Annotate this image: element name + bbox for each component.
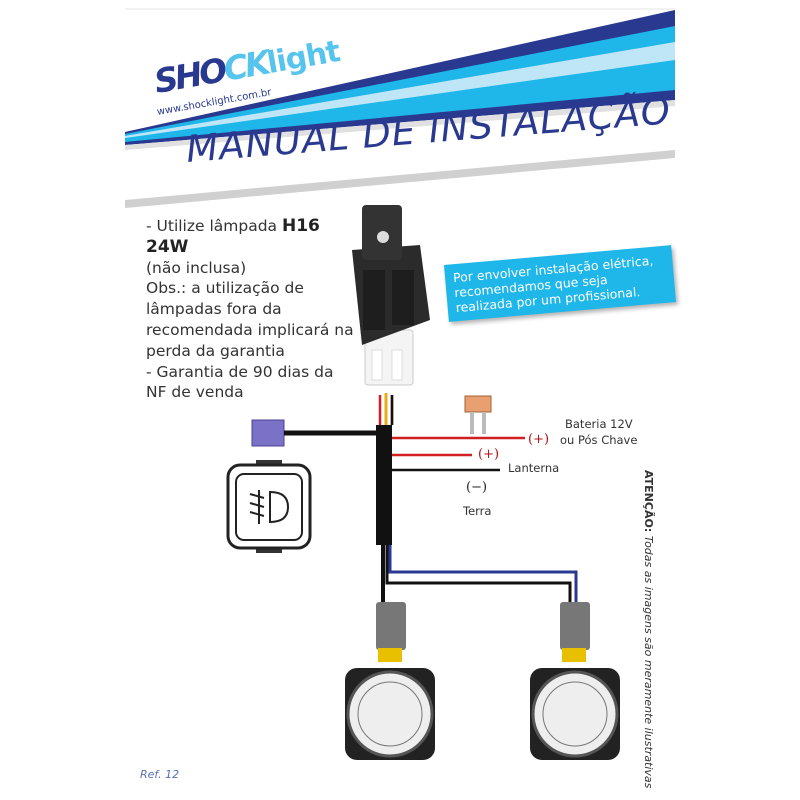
minus-sign: (−) [466, 480, 488, 495]
wiring-diagram [226, 393, 620, 760]
left-connector [376, 602, 406, 662]
right-fog-lamp [530, 668, 620, 760]
info-text: - Utilize lâmpada H16 24W (não inclusa) … [146, 216, 354, 402]
attention-note: ATENÇÃO: Todas as imagens são meramente … [642, 470, 655, 789]
left-fog-lamp [345, 668, 435, 760]
ground-label: Terra [463, 504, 492, 518]
plus-sign-battery: (+) [528, 432, 550, 447]
battery-label-2: ou Pós Chave [560, 433, 638, 447]
right-connector [560, 602, 590, 662]
relay-image [352, 205, 430, 386]
fuse-icon [464, 395, 492, 434]
lantern-label: Lanterna [508, 461, 560, 475]
reference-number: Ref. 12 [140, 768, 180, 781]
switch-connector [251, 419, 285, 447]
header-stripes [125, 8, 675, 208]
plus-sign-lantern: (+) [478, 447, 500, 462]
switch-icon [226, 460, 312, 553]
battery-label-1: Bateria 12V [565, 417, 633, 431]
